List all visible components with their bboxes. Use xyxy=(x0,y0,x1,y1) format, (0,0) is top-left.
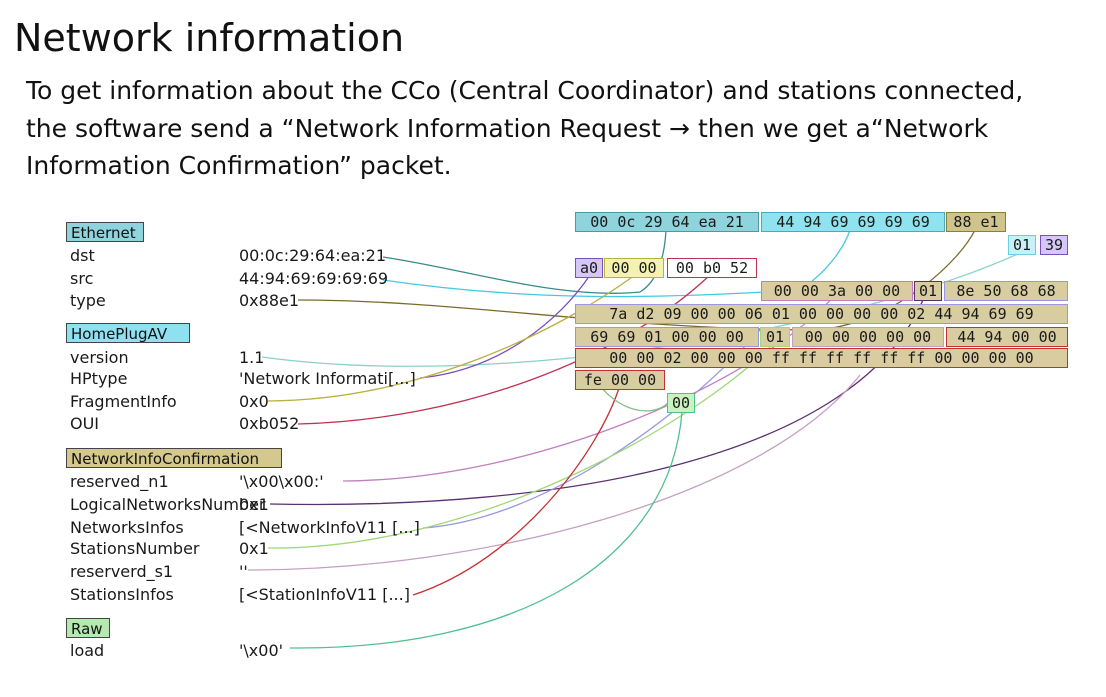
field-name-version: version xyxy=(70,348,129,367)
field-name-networksinfos: NetworksInfos xyxy=(70,518,184,537)
field-value-type: 0x88e1 xyxy=(239,291,300,310)
field-name-hptype: HPtype xyxy=(70,369,128,388)
field-value-reserved-n1: '\x00\x00:' xyxy=(239,472,324,491)
field-value-load: '\x00' xyxy=(239,641,284,660)
field-name-logicalnetworksnumber: LogicalNetworksNumber xyxy=(70,495,266,514)
section-raw: Raw xyxy=(66,618,110,638)
field-value-hptype: 'Network Informati[...] xyxy=(239,369,416,388)
field-name-stationsinfos: StationsInfos xyxy=(70,585,174,604)
slide-title: Network information xyxy=(14,16,405,60)
paragraph-line-1: To get information about the CCo (Centra… xyxy=(26,76,1024,105)
field-name-reserverd-s1: reserverd_s1 xyxy=(70,562,174,581)
field-value-networksinfos: [<NetworkInfoV11 [...] xyxy=(239,518,420,537)
field-value-fragmentinfo: 0x0 xyxy=(239,392,269,411)
field-name-type: type xyxy=(70,291,106,310)
wire-stnum xyxy=(267,341,776,549)
hex-raw-load: 00 xyxy=(667,393,695,413)
field-name-oui: OUI xyxy=(70,414,100,433)
field-value-stationsnumber: 0x1 xyxy=(239,539,269,558)
hex-stinfo-row1: 44 94 00 00 xyxy=(946,327,1068,347)
hex-reserved-n1: 00 00 3a 00 00 xyxy=(761,281,913,301)
hex-lognet-number: 01 xyxy=(914,281,942,301)
hex-stinfo-row3: fe 00 00 xyxy=(575,370,665,390)
hex-eth-type: 88 e1 xyxy=(946,212,1006,232)
section-networkinfoconfirmation: NetworkInfoConfirmation xyxy=(66,448,282,468)
slide-paragraph: To get information about the CCo (Centra… xyxy=(26,72,1096,185)
hex-netinfo-row3: 69 69 01 00 00 00 xyxy=(575,327,759,347)
wire-stinfos xyxy=(412,384,621,596)
wire-load xyxy=(289,411,683,649)
hex-eth-src: 44 94 69 69 69 69 xyxy=(761,212,945,232)
hex-hp-type-hi: a0 xyxy=(575,258,603,278)
field-value-oui: 0xb052 xyxy=(239,414,300,433)
field-name-load: load xyxy=(70,641,105,660)
field-value-logicalnetworksnumber: 0x1 xyxy=(239,495,269,514)
field-name-reserved-n1: reserved_n1 xyxy=(70,472,169,491)
hex-hp-fraginfo: 00 00 xyxy=(604,258,664,278)
field-name-dst: dst xyxy=(70,246,95,265)
wire-fraginfo xyxy=(267,274,636,402)
paragraph-line-3: Information Confirmation” packet. xyxy=(26,151,452,180)
field-name-src: src xyxy=(70,269,94,288)
field-value-src: 44:94:69:69:69:69 xyxy=(239,269,389,288)
paragraph-line-2: the software send a “Network Information… xyxy=(26,113,989,143)
field-value-stationsinfos: [<StationInfoV11 [...] xyxy=(239,585,410,604)
field-value-dst: 00:0c:29:64:ea:21 xyxy=(239,246,387,265)
hex-stations-number: 01 xyxy=(760,327,790,347)
wire-src xyxy=(382,229,851,298)
wire-reserverd-s1 xyxy=(247,374,861,571)
hex-hp-version: 01 xyxy=(1008,235,1036,255)
field-value-reserverd-s1: '' xyxy=(239,562,248,581)
hex-hp-oui: 00 b0 52 xyxy=(667,258,757,278)
field-name-fragmentinfo: FragmentInfo xyxy=(70,392,177,411)
hex-hp-type-lo: 39 xyxy=(1040,235,1068,255)
hex-netinfo-row2: 7a d2 09 00 00 06 01 00 00 00 00 02 44 9… xyxy=(575,304,1068,324)
hex-eth-dst: 00 0c 29 64 ea 21 xyxy=(575,212,759,232)
hex-reserverd-s1: 00 00 00 00 00 xyxy=(792,327,944,347)
hex-netinfo-row1: 8e 50 68 68 xyxy=(944,281,1068,301)
field-value-version: 1.1 xyxy=(239,348,265,367)
section-homeplugav: HomePlugAV xyxy=(66,323,190,343)
section-ethernet: Ethernet xyxy=(66,222,144,242)
field-name-stationsnumber: StationsNumber xyxy=(70,539,200,558)
hex-stinfo-row2: 00 00 02 00 00 00 ff ff ff ff ff ff 00 0… xyxy=(575,348,1068,368)
